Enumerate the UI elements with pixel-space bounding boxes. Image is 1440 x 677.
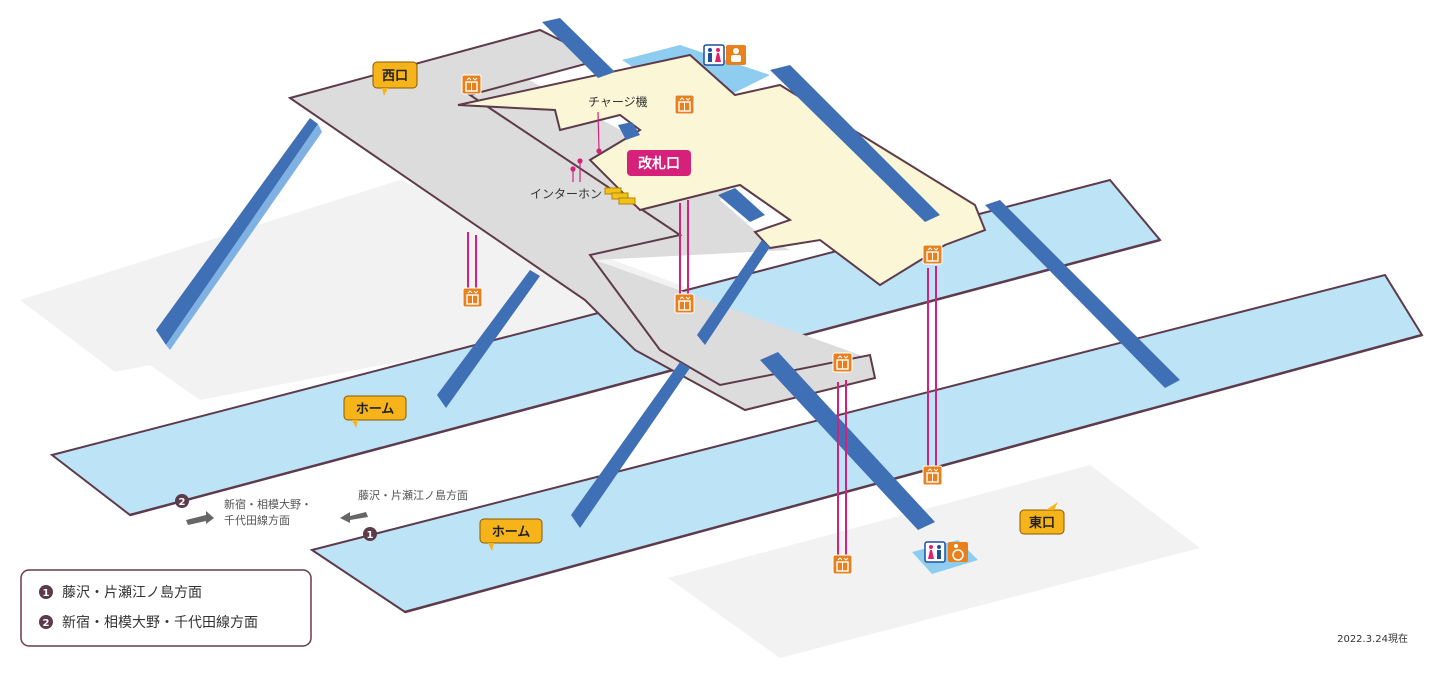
legend-number-2-text: 2 (43, 618, 50, 629)
elevator-icon (674, 293, 695, 314)
elevator-icon (922, 244, 943, 265)
legend-box (20, 569, 312, 647)
direction-number-2-text: 2 (179, 497, 186, 508)
direction-number-1-text: 1 (367, 530, 374, 541)
accessible-icon (948, 542, 968, 562)
arrow-icon (186, 511, 214, 525)
platform-label: ホーム (356, 402, 395, 417)
west-exit-label: 西口 (382, 69, 408, 84)
east-exit-tag: 東口 (1019, 502, 1065, 535)
restroom-icon (924, 541, 946, 563)
direction-number-1 (363, 527, 377, 541)
elevator-icon (462, 287, 483, 308)
legend-number-2 (39, 615, 53, 629)
direction-1-label: 藤沢・片瀬江ノ島方面 (358, 488, 468, 502)
stairs-gate-down (718, 188, 765, 222)
ticket-gate-label: 改札口 (638, 155, 680, 172)
charge-machine-label: チャージ機 (588, 94, 648, 109)
arrow-icon (340, 512, 368, 523)
stairs-south-east (760, 352, 935, 530)
elevator-icon (832, 352, 853, 373)
elevator-icon (461, 74, 482, 95)
ticket-gate-badge (627, 150, 691, 176)
stairs-northeast-2 (770, 65, 940, 222)
direction-2-label-line2: 千代田線方面 (224, 513, 290, 527)
intercom-label: インターホン (530, 187, 602, 201)
west-exit-tag: 西口 (372, 61, 418, 96)
platform-tag-south: ホーム (479, 518, 543, 551)
east-exit-label: 東口 (1029, 515, 1055, 531)
legend-item-2: 新宿・相模大野・千代田線方面 (62, 614, 258, 631)
pointer-lines (570, 111, 602, 182)
legend-item-1: 藤沢・片瀬江ノ島方面 (62, 585, 202, 601)
concourse-main (287, 28, 877, 412)
restroom-icon (703, 44, 725, 66)
elevator-shafts (467, 200, 937, 558)
elevator-icon (922, 465, 943, 486)
ticket-gates (604, 187, 636, 205)
stairs-platform-3 (571, 362, 690, 528)
direction-number-2 (175, 494, 189, 508)
baby-care-icon (726, 45, 746, 65)
legend-number-1-text: 1 (43, 588, 50, 599)
platform-label: ホーム (492, 525, 531, 540)
elevator-icon (832, 554, 853, 575)
direction-2-label-line1: 新宿・相模大野・ (224, 497, 312, 511)
stairs-east-long (985, 200, 1180, 388)
stairs-small (618, 122, 640, 140)
stairs-northeast-1 (542, 18, 615, 78)
legend-number-1 (39, 585, 53, 599)
stairs-platform-2 (697, 240, 770, 345)
stairs-west (156, 118, 322, 350)
platform-tag-north: ホーム (343, 395, 407, 428)
elevator-icon (674, 94, 695, 115)
stairs-platform-1 (437, 270, 540, 408)
date-stamp: 2022.3.24現在 (1337, 633, 1408, 645)
